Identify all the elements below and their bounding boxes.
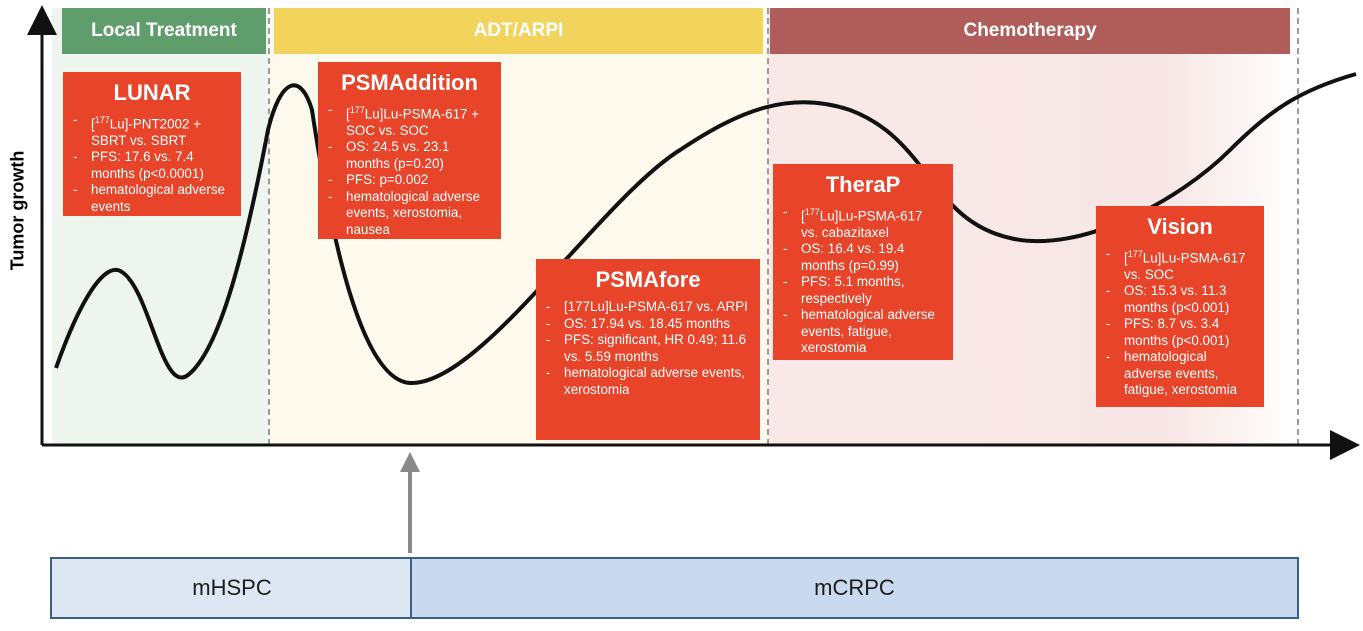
trial-item: [177Lu]Lu-PSMA-617 vs. ARPI — [546, 299, 750, 316]
trial-item: hematological adverse events, fatigue, x… — [783, 307, 943, 357]
phase-label: Chemotherapy — [963, 20, 1097, 41]
trial-card-lunar: LUNAR [177Lu]-PNT2002 + SBRT vs. SBRT PF… — [63, 72, 241, 216]
divider-line — [767, 8, 769, 445]
trial-card-vision: Vision [177Lu]Lu-PSMA-617 vs. SOC OS: 15… — [1096, 206, 1264, 407]
trial-title: TheraP — [825, 172, 901, 197]
trial-title: PSMAfore — [595, 267, 701, 292]
trial-item: PFS: 8.7 vs. 3.4 months (p<0.001) — [1106, 316, 1254, 349]
phase-adt-arpi: ADT/ARPI — [274, 8, 763, 54]
tumor-growth-curve — [54, 72, 1357, 386]
trial-item: PFS: 5.1 months, respectively — [783, 274, 943, 307]
trial-item: hematological adverse events — [73, 182, 231, 215]
trial-item: OS: 24.5 vs. 23.1 months (p=0.20) — [328, 139, 491, 172]
phase-label: Local Treatment — [91, 20, 237, 41]
stage-mcrpc: mCRPC — [410, 557, 1299, 619]
trial-title: PSMAddition — [341, 70, 478, 95]
stage-label: mHSPC — [192, 575, 272, 600]
phase-local-treatment: Local Treatment — [62, 8, 266, 54]
trial-item: hematological adverse events, fatigue, x… — [1106, 349, 1254, 399]
trial-title: Vision — [1147, 214, 1213, 239]
trial-item: hematological adverse events, xerostomia — [546, 365, 750, 398]
y-axis-label: Tumor growth — [7, 150, 28, 271]
trial-item: hematological adverse events, xerostomia… — [328, 189, 491, 239]
divider-line — [268, 8, 270, 445]
transition-arrow-head — [400, 452, 420, 472]
trial-item: OS: 15.3 vs. 11.3 months (p<0.001) — [1106, 283, 1254, 316]
phase-chemotherapy: Chemotherapy — [770, 8, 1290, 54]
phase-label: ADT/ARPI — [473, 20, 564, 41]
trial-item: PFS: 17.6 vs. 7.4 months (p<0.0001) — [73, 149, 231, 182]
trial-card-therap: TheraP [177Lu]Lu-PSMA-617 vs. cabazitaxe… — [773, 164, 953, 360]
trial-item: OS: 16.4 vs. 19.4 months (p=0.99) — [783, 241, 943, 274]
trial-item: OS: 17.94 vs. 18.45 months — [546, 316, 750, 333]
trial-item: PFS: p=0.002 — [328, 172, 491, 189]
stage-mhspc: mHSPC — [50, 557, 412, 619]
stage-label: mCRPC — [814, 575, 895, 600]
trial-card-psmaddition: PSMAddition [177Lu]Lu-PSMA-617 + SOC vs.… — [318, 62, 501, 239]
trial-item: [177Lu]Lu-PSMA-617 vs. SOC — [1106, 246, 1254, 283]
trial-item: [177Lu]Lu-PSMA-617 vs. cabazitaxel — [783, 204, 943, 241]
trial-item: [177Lu]-PNT2002 + SBRT vs. SBRT — [73, 112, 231, 149]
trial-card-psmafore: PSMAfore [177Lu]Lu-PSMA-617 vs. ARPI OS:… — [536, 259, 760, 440]
trial-item: [177Lu]Lu-PSMA-617 + SOC vs. SOC — [328, 102, 491, 139]
trial-title: LUNAR — [113, 80, 191, 105]
divider-line — [1297, 8, 1299, 445]
trial-item: PFS: significant, HR 0.49; 11.6 vs. 5.59… — [546, 332, 750, 365]
